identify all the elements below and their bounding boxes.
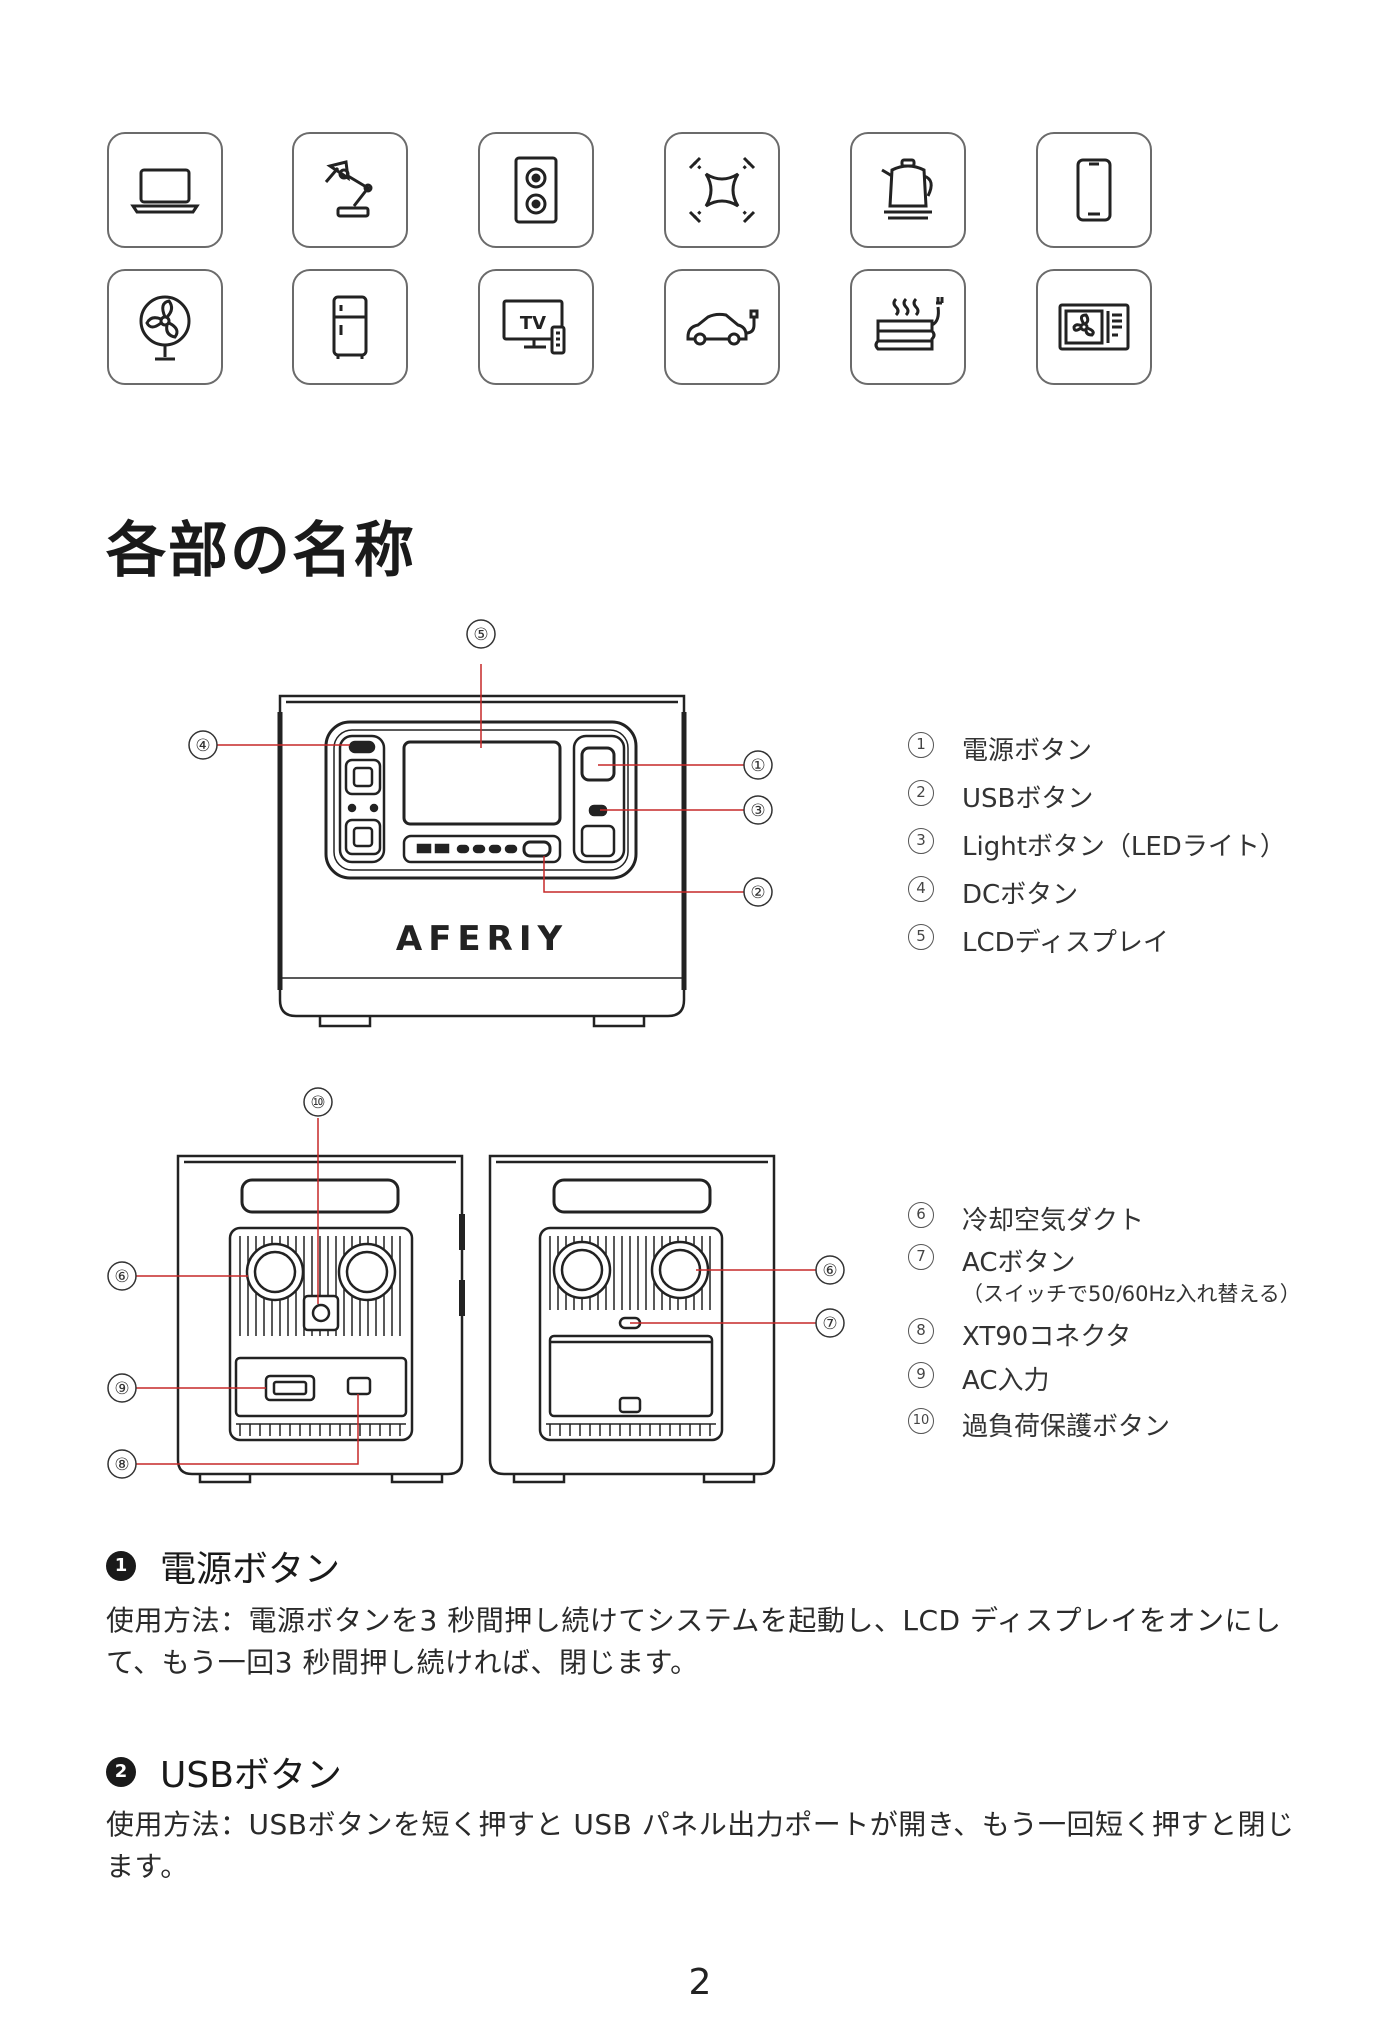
legend-label: Lightボタン（LEDライト） (962, 832, 1286, 862)
air-conditioner-icon (1058, 303, 1130, 351)
legend-number: 6 (908, 1202, 934, 1228)
electric-car-icon (686, 309, 759, 346)
legend-label: 過負荷保護ボタン (962, 1412, 1171, 1442)
callout-7: ⑦ (822, 1314, 837, 1334)
front-unit (277, 694, 687, 1028)
icon-tile-drone (664, 132, 780, 248)
legend-label: LCDディスプレイ (962, 928, 1169, 958)
callout-2: ② (750, 883, 765, 903)
legend-number: 10 (908, 1408, 934, 1434)
speaker-icon (514, 156, 558, 224)
feature-title: 電源ボタン (160, 1549, 341, 1590)
icon-tile-refrigerator (292, 269, 408, 385)
legend-number: 5 (908, 924, 934, 950)
callout-1: ① (750, 756, 765, 776)
tv-icon-text: TV (520, 313, 546, 334)
callout-markers-front (188, 619, 773, 907)
callout-10: ⑩ (310, 1093, 325, 1113)
callout-3: ③ (750, 801, 765, 821)
callout-9: ⑨ (114, 1379, 129, 1399)
icon-tile-desk-lamp (292, 132, 408, 248)
legend-number: 8 (908, 1318, 934, 1344)
feature-heading-usb: 2 USBボタン (106, 1746, 342, 1798)
section-title: 各部の名称 (106, 516, 416, 586)
icon-tile-fan (107, 269, 223, 385)
desk-lamp-icon (324, 160, 373, 218)
icon-tile-air-conditioner (1036, 269, 1152, 385)
callout-6-right: ⑥ (822, 1261, 837, 1281)
callout-4: ④ (195, 736, 210, 756)
legend-label: DCボタン (962, 880, 1079, 910)
smartphone-icon (1076, 158, 1112, 222)
legend-back: 6 冷却空気ダクト 7 ACボタン （スイッチで50/60Hz入れ替える） 8 … (908, 1200, 1348, 1442)
laptop-icon (130, 168, 200, 214)
feature-badge: 2 (106, 1757, 136, 1787)
icon-tile-kettle (850, 132, 966, 248)
feature-title: USBボタン (160, 1755, 342, 1796)
page-number: 2 (688, 1962, 712, 2003)
icon-tile-electric-car (664, 269, 780, 385)
callout-6-left: ⑥ (114, 1267, 129, 1287)
feature-badge: 1 (106, 1551, 136, 1581)
icon-tile-smartphone (1036, 132, 1152, 248)
legend-label: AC入力 (962, 1366, 1050, 1396)
legend-label: ACボタン (962, 1248, 1076, 1278)
feature-body-usb: 使用方法：USBボタンを短く押すと USB パネル出力ポートが開き、もう一回短く… (106, 1808, 1295, 1883)
legend-sublabel: （スイッチで50/60Hz入れ替える） (962, 1282, 1301, 1306)
icon-tile-electric-blanket (850, 269, 966, 385)
callout-markers-back (107, 1087, 845, 1479)
callout-5: ⑤ (473, 625, 488, 645)
legend-number: 4 (908, 876, 934, 902)
legend-label: 冷却空気ダクト (962, 1206, 1145, 1236)
icon-tile-speaker (478, 132, 594, 248)
legend-number: 7 (908, 1244, 934, 1270)
icon-tile-tv: TV (478, 269, 594, 385)
icon-tile-laptop (107, 132, 223, 248)
legend-number: 9 (908, 1362, 934, 1388)
brand-logo: AFERIY (396, 919, 568, 959)
legend-label: XT90コネクタ (962, 1322, 1132, 1352)
legend-number: 1 (908, 732, 934, 758)
feature-body-power: 使用方法：電源ボタンを3 秒間押し続けてシステムを起動し、LCD ディスプレイを… (106, 1604, 1282, 1679)
back-view-left (176, 1154, 465, 1484)
fan-icon (139, 295, 191, 361)
back-view-right (488, 1154, 776, 1484)
feature-heading-power: 1 電源ボタン (106, 1540, 340, 1592)
refrigerator-icon (332, 295, 368, 359)
kettle-icon (881, 158, 933, 220)
electric-blanket-icon (874, 297, 944, 351)
drone-icon (688, 156, 756, 224)
legend-label: USBボタン (962, 784, 1094, 814)
callout-8: ⑧ (114, 1455, 129, 1475)
tv-icon: TV (502, 299, 566, 355)
legend-label: 電源ボタン (962, 736, 1093, 766)
legend-front: 1 電源ボタン 2 USBボタン 3 Lightボタン（LEDライト） 4 DC… (908, 730, 1328, 960)
legend-number: 2 (908, 780, 934, 806)
legend-number: 3 (908, 828, 934, 854)
